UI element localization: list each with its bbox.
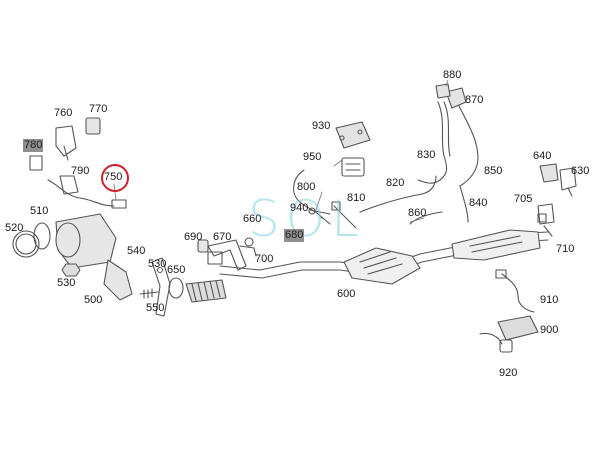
rear-muffler (451, 229, 541, 261)
part-label-705: 705 (514, 193, 533, 205)
part-label-650: 650 (167, 264, 186, 276)
part-label-840: 840 (469, 197, 488, 209)
bracket-540 (151, 257, 171, 317)
sensor-line-820 (359, 175, 437, 213)
nox-control-unit-900 (497, 315, 539, 341)
part-label-750: 750 (104, 171, 123, 183)
hanger-700 (239, 237, 257, 257)
highlight-ring-750 (101, 164, 129, 192)
nox-sensor-910 (495, 269, 535, 313)
sensor-800 (293, 169, 331, 225)
part-label-530: 530 (148, 258, 167, 270)
part-label-950: 950 (303, 151, 322, 163)
sensor-810 (331, 201, 357, 229)
part-label-700: 700 (255, 253, 274, 265)
nut-530 (61, 263, 81, 277)
part-label-930: 930 (312, 120, 331, 132)
part-label-690: 690 (184, 231, 203, 243)
fitting-870 (445, 87, 467, 109)
connector-770 (85, 117, 101, 135)
part-label-680: 680 (284, 229, 305, 242)
control-unit-930 (335, 121, 371, 149)
part-label-940: 940 (290, 202, 309, 214)
part-label-600: 600 (337, 288, 356, 300)
part-label-870: 870 (465, 94, 484, 106)
gasket-650 (168, 277, 184, 299)
sensor-line-860 (409, 211, 443, 225)
connector-950 (341, 157, 365, 177)
part-label-900: 900 (540, 324, 559, 336)
part-label-530: 530 (57, 277, 76, 289)
part-label-860: 860 (408, 207, 427, 219)
part-label-850: 850 (484, 165, 503, 177)
part-label-640: 640 (533, 150, 552, 162)
sensor-line-850 (457, 103, 479, 187)
sensor-710 (537, 213, 553, 237)
part-label-760: 760 (54, 107, 73, 119)
part-label-510: 510 (30, 205, 49, 217)
o2-sensor-750 (47, 175, 127, 209)
part-label-830: 830 (417, 149, 436, 161)
part-label-910: 910 (540, 294, 559, 306)
part-label-780: 780 (23, 139, 44, 152)
hanger-660 (207, 239, 247, 271)
part-label-500: 500 (84, 294, 103, 306)
sensor-705 (537, 203, 555, 225)
connector-920 (479, 332, 513, 353)
center-muffler (343, 247, 421, 285)
catalytic-converter (55, 213, 133, 301)
sensor-line-830 (417, 101, 451, 184)
bolt-550 (139, 288, 159, 299)
sensor-630 (559, 167, 577, 197)
part-label-710: 710 (556, 243, 575, 255)
part-label-520: 520 (5, 222, 24, 234)
sensor-940 (308, 207, 331, 215)
rubber-mount-690 (197, 239, 209, 253)
part-label-790: 790 (71, 165, 90, 177)
part-label-660: 660 (243, 213, 262, 225)
part-label-920: 920 (499, 367, 518, 379)
sensor-line-840 (459, 185, 469, 223)
part-label-770: 770 (89, 103, 108, 115)
clamp-510 (33, 222, 51, 250)
part-label-550: 550 (146, 302, 165, 314)
part-label-630: 630 (571, 165, 590, 177)
part-label-810: 810 (347, 192, 366, 204)
sensor-640 (539, 163, 559, 183)
part-label-800: 800 (297, 181, 316, 193)
part-label-820: 820 (386, 177, 405, 189)
cap-880 (435, 83, 451, 99)
part-label-540: 540 (127, 245, 146, 257)
part-label-670: 670 (213, 231, 232, 243)
part-label-880: 880 (443, 69, 462, 81)
connector-760 (55, 125, 77, 161)
flex-pipe (185, 279, 227, 303)
clip-780 (29, 155, 43, 171)
